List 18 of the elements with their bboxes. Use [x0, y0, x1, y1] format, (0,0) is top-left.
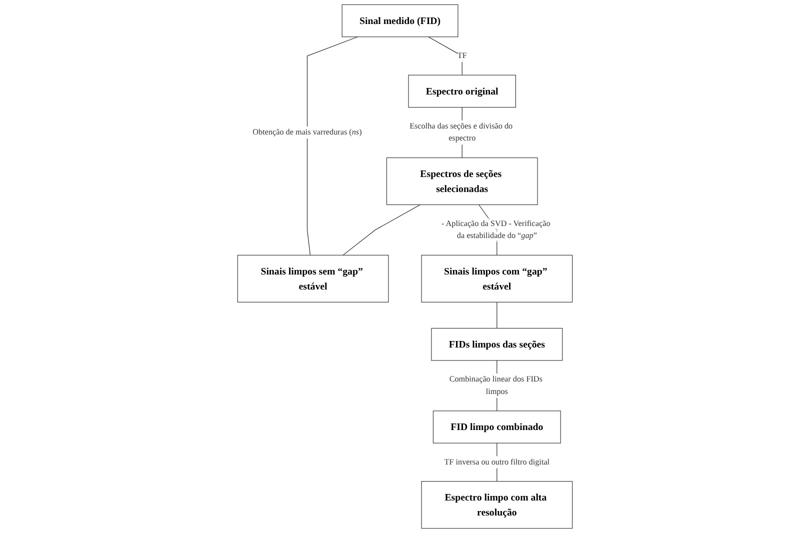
node-box: Sinal medido (FID)	[342, 4, 458, 38]
node-box: Espectro original	[408, 74, 516, 108]
edge-label: Obtenção de mais varreduras (ns)	[252, 128, 362, 137]
connector	[306, 36, 358, 256]
connector	[342, 204, 420, 256]
node-box: FIDs limpos das seções	[431, 328, 563, 361]
edge-label: - Aplicação da SVD - Verificação da estabilidade do “gap”	[442, 220, 550, 240]
edge-label: Escolha das seções e divisão do espectro	[410, 122, 513, 143]
node-box: Sinais limpos sem “gap” estável	[237, 254, 389, 302]
connector	[496, 302, 498, 329]
connector	[428, 36, 462, 76]
node-box: Espectros de seções selecionadas	[386, 157, 538, 206]
edge-label: TF	[457, 52, 467, 60]
node-box: FID limpo combinado	[432, 410, 561, 444]
node-box: Espectro limpo com alta resolução	[421, 481, 573, 529]
edge-label: TF inversa ou outro filtro digital	[444, 458, 550, 467]
edge-label: Combinação linear dos FIDs limpos	[449, 375, 542, 396]
node-box: Sinais limpos com “gap” estável	[421, 254, 573, 302]
